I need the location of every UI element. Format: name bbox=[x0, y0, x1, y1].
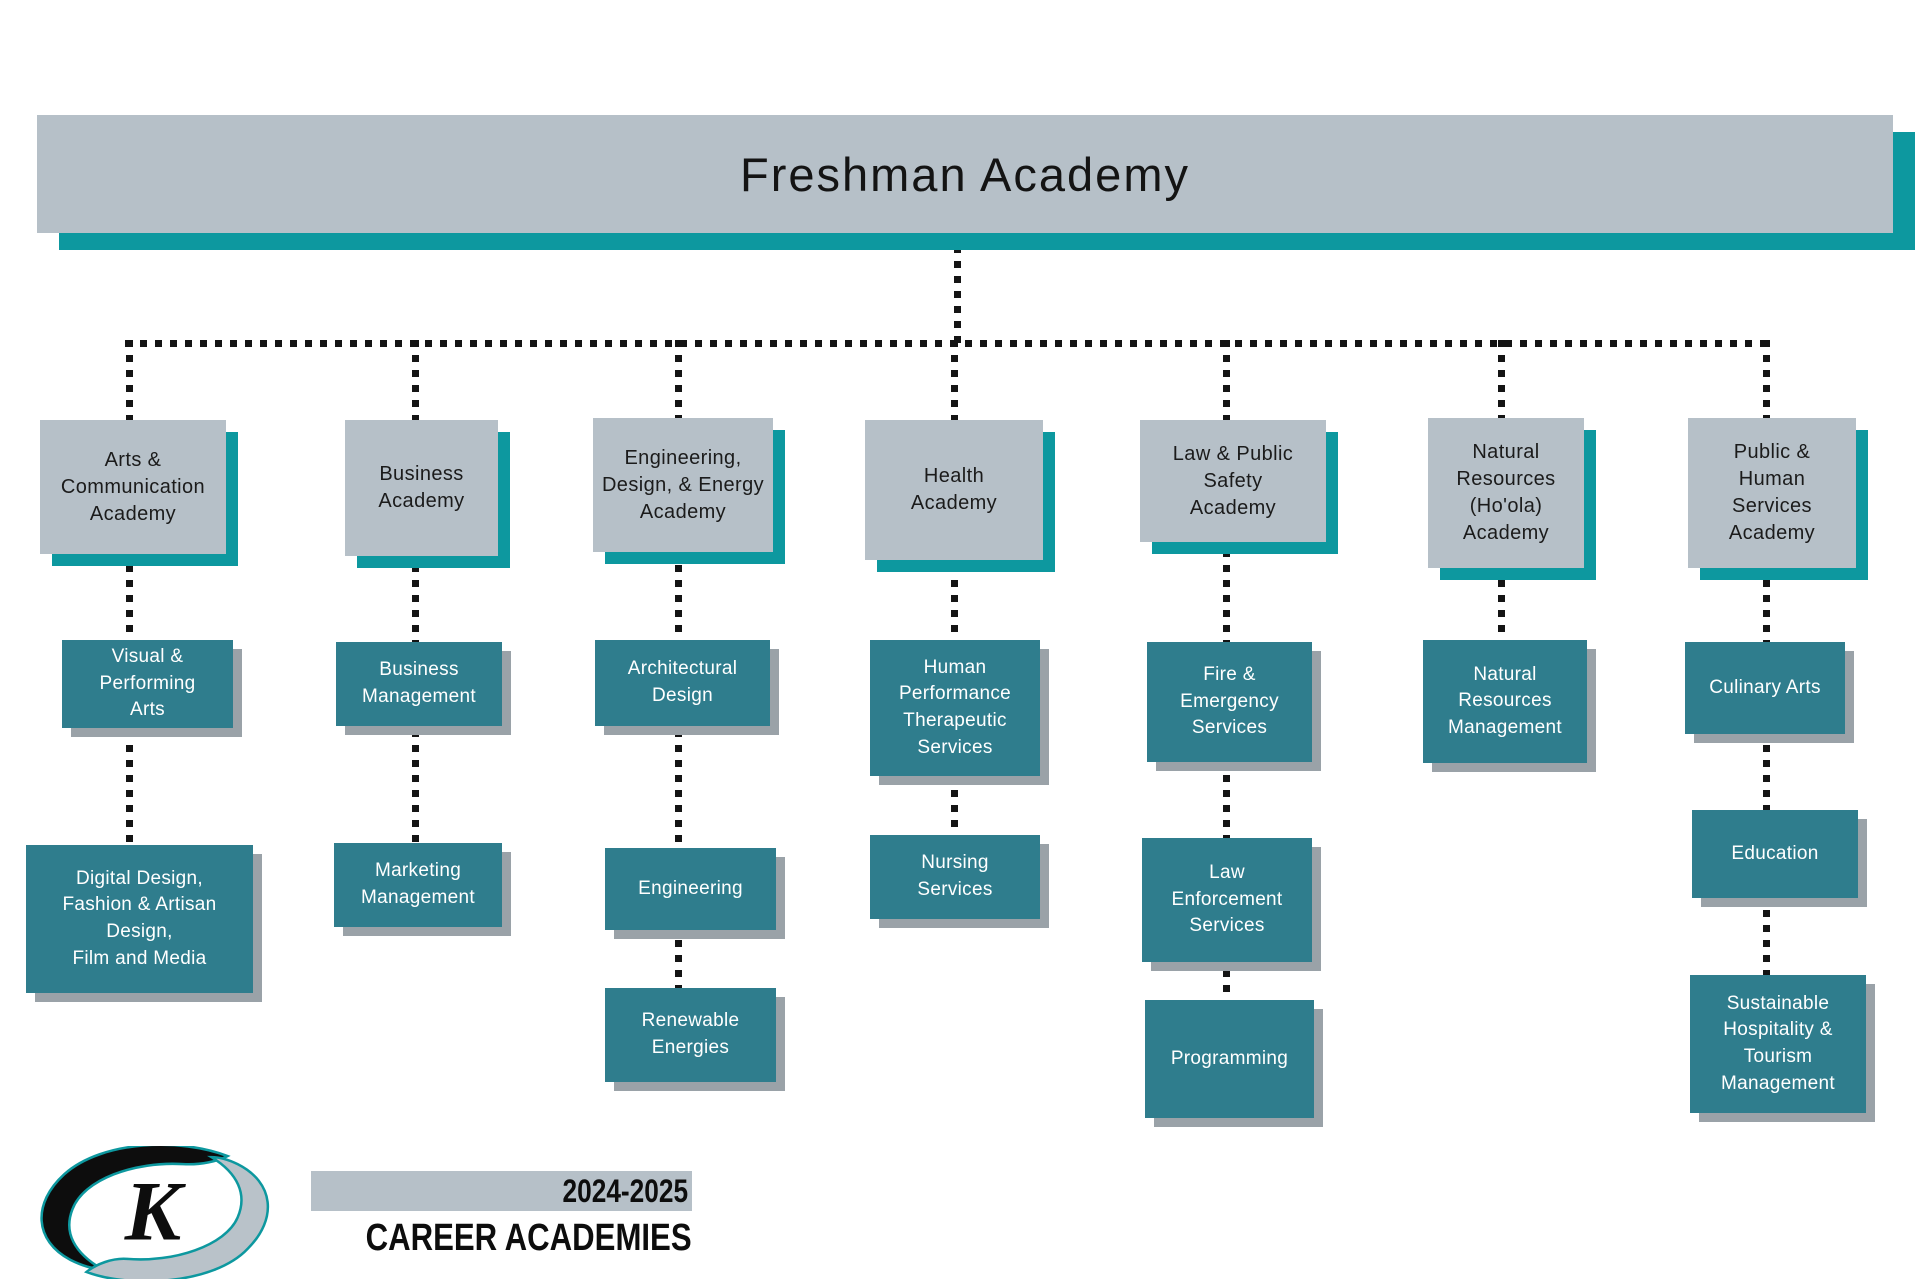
career-academies-title: CAREER ACADEMIES bbox=[241, 1216, 692, 1260]
program-box-renewable-energies: Renewable Energies bbox=[605, 988, 776, 1082]
academy-box-public-human-services: Public & Human Services Academy bbox=[1688, 418, 1856, 568]
program-box-human-performance-therapeutic-services: Human Performance Therapeutic Services bbox=[870, 640, 1040, 776]
academy-box-health: Health Academy bbox=[865, 420, 1043, 560]
school-logo: K bbox=[40, 1146, 270, 1279]
program-box-business-management: Business Management bbox=[336, 642, 502, 726]
page-title: Freshman Academy bbox=[37, 115, 1893, 233]
connector-arts-communication bbox=[126, 340, 133, 865]
program-box-law-enforcement-services: Law Enforcement Services bbox=[1142, 838, 1312, 962]
school-year-label: 2024-2025 bbox=[562, 1172, 688, 1209]
program-box-fire-emergency-services: Fire & Emergency Services bbox=[1147, 642, 1312, 762]
connector-business bbox=[412, 340, 419, 863]
academy-box-arts-communication: Arts & Communication Academy bbox=[40, 420, 226, 554]
career-academies-label: CAREER ACADEMIES bbox=[365, 1216, 692, 1259]
program-box-nursing-services: Nursing Services bbox=[870, 835, 1040, 919]
program-box-engineering: Engineering bbox=[605, 848, 776, 930]
program-box-digital-design-fashion-film-media: Digital Design, Fashion & Artisan Design… bbox=[26, 845, 253, 993]
program-box-architectural-design: Architectural Design bbox=[595, 640, 770, 726]
logo-center bbox=[89, 1166, 221, 1255]
program-box-natural-resources-management: Natural Resources Management bbox=[1423, 640, 1587, 763]
year-badge: 2024-2025 bbox=[311, 1171, 692, 1211]
academy-box-engineering-design-energy: Engineering, Design, & Energy Academy bbox=[593, 418, 773, 552]
connector-title-drop bbox=[954, 246, 961, 346]
program-box-sustainable-hospitality-tourism-management: Sustainable Hospitality & Tourism Manage… bbox=[1690, 975, 1866, 1113]
academy-box-business: Business Academy bbox=[345, 420, 498, 556]
program-box-visual-performing-arts: Visual & Performing Arts bbox=[62, 640, 233, 728]
program-box-culinary-arts: Culinary Arts bbox=[1685, 642, 1845, 734]
connector-health bbox=[951, 340, 958, 855]
program-box-programming: Programming bbox=[1145, 1000, 1314, 1118]
academy-box-law-public-safety: Law & Public Safety Academy bbox=[1140, 420, 1326, 542]
logo-letter-k: K bbox=[124, 1166, 187, 1259]
connector-horizontal-rail bbox=[125, 340, 1771, 347]
program-box-marketing-management: Marketing Management bbox=[334, 843, 502, 927]
academy-box-natural-resources: Natural Resources (Ho'ola) Academy bbox=[1428, 418, 1584, 568]
logo-silver-swoosh bbox=[83, 1155, 270, 1279]
program-box-education: Education bbox=[1692, 810, 1858, 898]
